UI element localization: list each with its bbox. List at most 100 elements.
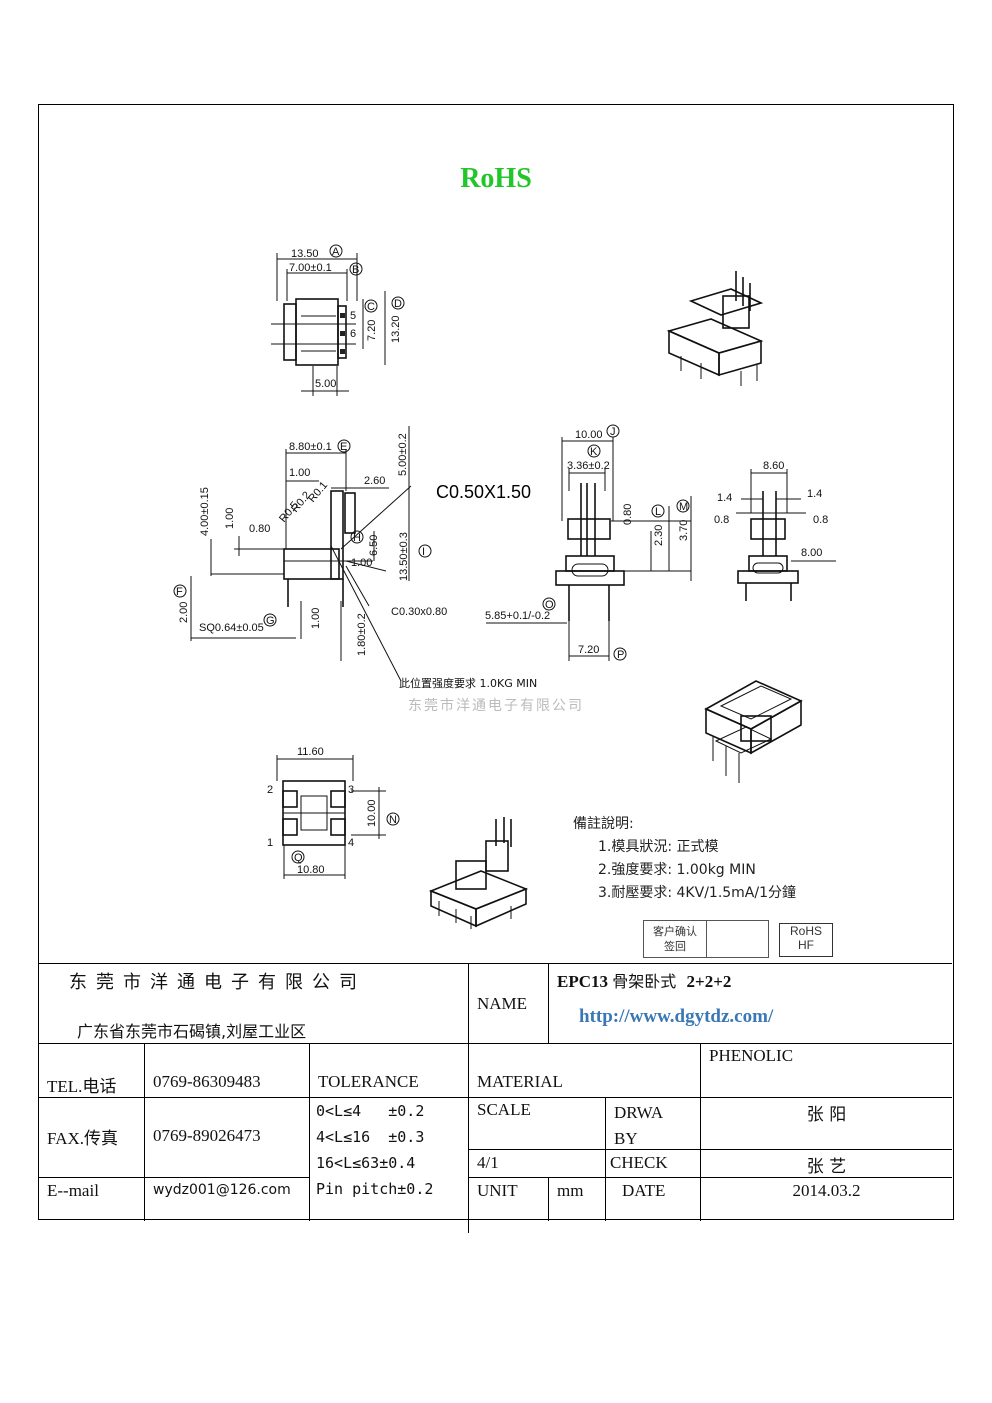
iso-view-1 xyxy=(666,271,764,386)
tolerance-row: Pin pitch±0.2 xyxy=(316,1180,434,1198)
company-url[interactable]: http://www.dgytdz.com/ xyxy=(579,1006,774,1027)
svg-text:N: N xyxy=(389,814,397,826)
checked-by: 张 艺 xyxy=(806,1157,847,1177)
dim-text: 8.80±0.1 xyxy=(289,441,332,453)
dim-text: 0.80 xyxy=(249,523,270,535)
tolerance-label: TOLERANCE xyxy=(318,1072,419,1091)
date-label: DATE xyxy=(622,1181,666,1200)
dim-text: 3.70 xyxy=(678,520,690,541)
svg-text:O: O xyxy=(545,599,554,611)
iso-view-3 xyxy=(428,817,529,929)
svg-text:Q: Q xyxy=(294,852,303,864)
svg-text:E: E xyxy=(340,441,347,453)
watermark: 东莞市洋通电子有限公司 xyxy=(408,698,584,714)
unit-value: mm xyxy=(557,1181,584,1200)
fax-label: FAX.传真 xyxy=(47,1129,118,1148)
date-cell: 2014.03.2 xyxy=(701,1178,952,1221)
email-label-cell: E--mail xyxy=(39,1178,145,1221)
svg-text:F: F xyxy=(176,586,183,598)
technical-drawing: 13.50 7.00±0.1 5 6 7.20 13.20 5.00 A B C… xyxy=(173,244,836,929)
confirm-label: 签回 xyxy=(664,940,686,953)
product-desc: 骨架卧式 xyxy=(612,972,677,991)
product-cell: EPC13 骨架卧式 2+2+2 http://www.dgytdz.com/ xyxy=(549,964,952,1044)
product-config: 2+2+2 xyxy=(686,972,732,991)
dim-text: 10.80 xyxy=(297,864,325,876)
scale-label: SCALE xyxy=(477,1100,531,1119)
check-label: CHECK xyxy=(610,1153,668,1172)
name-label-cell: NAME xyxy=(469,964,549,1044)
company-address: 广东省东莞市石碣镇,刘屋工业区 xyxy=(77,1022,307,1041)
dim-text: 1.00 xyxy=(289,467,310,479)
scale-value: 4/1 xyxy=(477,1153,499,1172)
rohs-title: RoHS xyxy=(460,163,532,194)
email-label: E--mail xyxy=(47,1181,99,1200)
fax-value: 0769-89026473 xyxy=(153,1126,261,1145)
strength-note: 此位置强度要求 1.0KG MIN xyxy=(399,676,537,690)
material-label: MATERIAL xyxy=(477,1072,563,1091)
dim-text: 5 xyxy=(350,310,356,322)
tolerance-row: 16<L≤63±0.4 xyxy=(316,1154,416,1172)
top-view: 13.50 7.00±0.1 5 6 7.20 13.20 5.00 A B C… xyxy=(271,244,405,396)
front-view: 10.00 3.36±0.2 0.80 2.30 3.70 5.85+0.1/-… xyxy=(485,424,692,661)
dim-text: SQ0.64±0.05 xyxy=(199,622,264,634)
dim-text: 1 xyxy=(267,837,273,849)
customer-confirm-box: 客户确认 签回 xyxy=(643,920,769,958)
svg-text:M: M xyxy=(679,501,688,513)
svg-text:I: I xyxy=(422,546,425,558)
tolerance-cell: 0<L≤4 ±0.2 4<L≤16 ±0.3 16<L≤63±0.4 Pin p… xyxy=(310,1098,469,1233)
svg-text:D: D xyxy=(394,298,402,310)
tolerance-row: 0<L≤4 ±0.2 xyxy=(316,1102,425,1120)
svg-text:G: G xyxy=(266,615,275,627)
dim-text: 1.4 xyxy=(717,492,732,504)
svg-text:H: H xyxy=(353,532,361,544)
dim-text: 4.00±0.15 xyxy=(199,487,211,536)
dim-text: 6 xyxy=(350,328,356,340)
svg-text:A: A xyxy=(332,246,340,258)
check-label-cell: CHECK xyxy=(606,1150,701,1178)
material-value: PHENOLIC xyxy=(709,1046,794,1065)
dim-text: 0.8 xyxy=(813,514,828,526)
scale-label-cell: SCALE xyxy=(469,1098,606,1150)
dim-text: 2.60 xyxy=(364,475,385,487)
dim-text: 1.00 xyxy=(310,608,322,629)
date-value: 2014.03.2 xyxy=(792,1181,861,1200)
drawn-label-cell: DRWA BY xyxy=(606,1098,701,1150)
fax-label-cell: FAX.传真 xyxy=(39,1098,145,1178)
dim-text: 8.60 xyxy=(763,460,784,472)
balloon-labels: E F G H I xyxy=(173,439,432,627)
dim-text: 1.00 xyxy=(351,557,372,569)
dim-text: 7.00±0.1 xyxy=(289,262,332,274)
rohs-hf-stamp: RoHS HF xyxy=(779,923,833,957)
tel-label: TEL.电话 xyxy=(47,1077,117,1096)
tel-value: 0769-86309483 xyxy=(153,1072,261,1091)
check-cell: 张 艺 xyxy=(701,1150,952,1178)
dim-text: 13.50 xyxy=(291,248,319,260)
material-label-cell: MATERIAL xyxy=(469,1044,701,1098)
dim-text: 2.30 xyxy=(653,525,665,546)
dim-text: 10.00 xyxy=(575,429,603,441)
tel-label-cell: TEL.电话 xyxy=(39,1044,145,1098)
bottom-view: 11.60 10.00 10.80 2 1 3 4 N Q xyxy=(267,746,400,879)
dim-text: 7.20 xyxy=(578,644,599,656)
fax-cell: 0769-89026473 xyxy=(145,1098,310,1178)
dim-text: 1.00 xyxy=(224,508,236,529)
dim-text: 3 xyxy=(348,784,354,796)
dim-text: 13.20 xyxy=(390,315,402,343)
unit-label: UNIT xyxy=(477,1181,518,1200)
email-value[interactable]: wydz001@126.com xyxy=(153,1182,291,1198)
dim-text: 11.60 xyxy=(297,746,324,758)
notes-title: 備註說明: xyxy=(573,816,634,832)
note-item: 2.強度要求: 1.00kg MIN xyxy=(598,862,756,878)
drawn-label: DRWA BY xyxy=(614,1103,663,1148)
drawn-cell: 张 阳 xyxy=(701,1098,952,1150)
note-item: 3.耐壓要求: 4KV/1.5mA/1分鐘 xyxy=(598,885,797,901)
tel-cell: 0769-86309483 xyxy=(145,1044,310,1098)
dim-text: 5.00±0.2 xyxy=(397,433,409,476)
company-cell: 东莞市洋通电子有限公司 广东省东莞市石碣镇,刘屋工业区 xyxy=(39,964,469,1044)
title-block: 东莞市洋通电子有限公司 广东省东莞市石碣镇,刘屋工业区 NAME EPC13 骨… xyxy=(39,963,952,1233)
dim-text: 0.80 xyxy=(622,504,634,525)
end-view: 8.60 1.4 1.4 0.8 0.8 8.00 xyxy=(714,460,836,601)
balloon-labels: J K L M O P xyxy=(542,424,690,661)
svg-text:K: K xyxy=(590,446,598,458)
product-code: EPC13 xyxy=(557,972,608,991)
